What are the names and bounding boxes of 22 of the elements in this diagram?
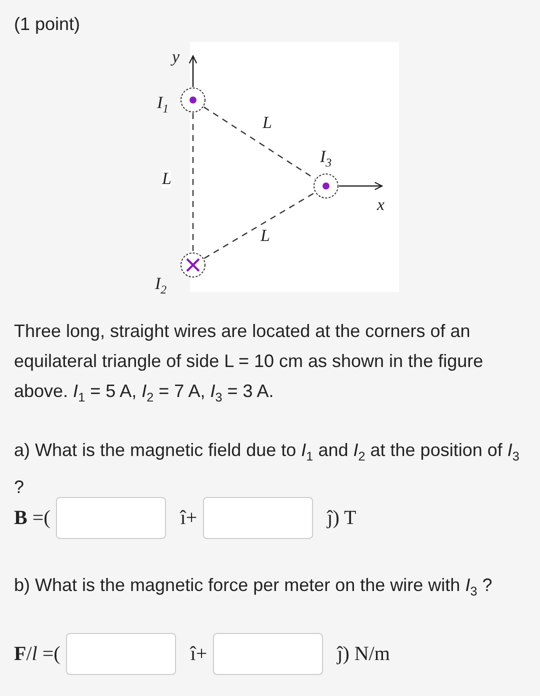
unit-vector-label: î+: [190, 642, 208, 666]
current-label: I$_{3}$: [320, 148, 332, 172]
wire-symbol: [180, 87, 206, 113]
vector-label: F/l =(: [14, 642, 60, 666]
current-label: I$_{2}$: [155, 275, 167, 298]
dashed-line: [204, 106, 316, 180]
current-label: I$_{1}$: [157, 94, 169, 118]
vector-label: B =(: [14, 506, 50, 530]
axis-label: x: [377, 196, 385, 214]
wire-symbol: [313, 173, 339, 199]
unit-label: ĵ) N/m: [337, 642, 390, 666]
axis-label: y: [172, 48, 180, 66]
points-label: (1 point): [14, 14, 80, 35]
problem-text: Three long, straight wires are located at the corners of an equilateral triangle of side L = 10 cm as shown in the figure above. I$_{1}$ = 5 A, I$_{2}$ = 7 A, I$_{3}$ = 3 A.: [14, 320, 484, 407]
dashed-line: [192, 113, 194, 252]
unit-vector-label: î+: [180, 506, 198, 530]
unit-label: ĵ) T: [327, 506, 356, 530]
wire-symbol: [180, 252, 206, 278]
dashed-line: [204, 192, 316, 259]
question-text: b) What is the magnetic force per meter on the wire with I$_{3}$ ?: [14, 574, 494, 601]
question-text: a) What is the magnetic field due to I$_{1}$ and I$_{2}$ at the position of I$_{3}$ ?: [14, 439, 520, 499]
edge-label: L: [162, 170, 172, 188]
